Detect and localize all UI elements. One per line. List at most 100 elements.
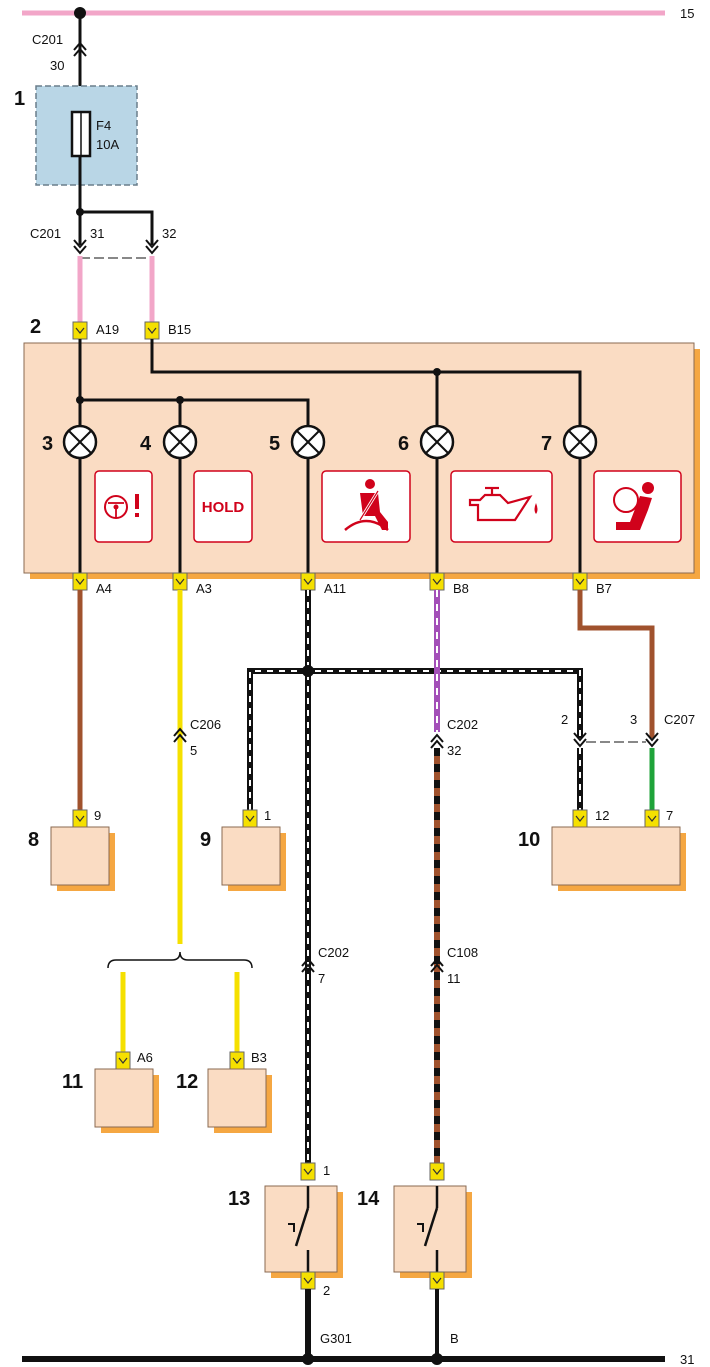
lamp-4 — [162, 424, 198, 460]
pin-a19-terminal — [72, 321, 88, 340]
callout-3: 3 — [42, 433, 53, 455]
connector-c201-pin31: 31 — [90, 226, 104, 241]
rail-31-label: 31 — [680, 1352, 694, 1367]
connector-c201-pin30: 30 — [50, 58, 64, 73]
connector-c201-32-mark — [145, 239, 159, 249]
switch-13-contact-icon — [288, 1186, 310, 1272]
callout-8: 8 — [28, 829, 39, 851]
pin-14-top-terminal — [429, 1162, 445, 1181]
pin-a4-terminal — [72, 572, 88, 591]
pin-12-terminal — [229, 1051, 245, 1070]
connector-c207-label: C207 — [664, 712, 695, 727]
fuse-name: F4 — [96, 118, 111, 133]
component-11 — [94, 1068, 154, 1128]
callout-2: 2 — [30, 316, 41, 338]
rail-15-label: 15 — [680, 6, 694, 21]
lamp-3 — [62, 424, 98, 460]
seatbelt-warning-icon — [321, 470, 411, 543]
callout-1: 1 — [14, 88, 25, 110]
callout-5: 5 — [269, 433, 280, 455]
callout-12: 12 — [176, 1071, 198, 1093]
connector-c202-top-mark — [430, 733, 444, 743]
connector-c206-label: C206 — [190, 717, 221, 732]
connector-c202-mid-mark — [301, 957, 315, 967]
pin-b15-terminal — [144, 321, 160, 340]
connector-c201-top-mark — [73, 41, 87, 51]
callout-13: 13 — [228, 1188, 250, 1210]
pin-a11-terminal — [300, 572, 316, 591]
pin-a3-label: A3 — [196, 581, 212, 596]
callout-10: 10 — [518, 829, 540, 851]
steering-warning-icon — [94, 470, 153, 543]
pin-10-12-terminal — [572, 809, 588, 828]
connector-c201-31-mark — [73, 239, 87, 249]
callout-9: 9 — [200, 829, 211, 851]
pin-12-label: B3 — [251, 1050, 267, 1065]
pin-8-terminal — [72, 809, 88, 828]
callout-4: 4 — [140, 433, 152, 455]
component-8 — [50, 826, 110, 886]
ground-b-label: B — [450, 1331, 459, 1346]
component-12 — [207, 1068, 267, 1128]
connector-c108-label: C108 — [447, 945, 478, 960]
oil-pressure-icon — [450, 470, 553, 543]
connector-c108-pin: 11 — [447, 971, 461, 986]
lamp-7 — [562, 424, 598, 460]
fuse-rating: 10A — [96, 137, 119, 152]
bus-junction — [302, 665, 314, 677]
switch-13 — [264, 1185, 338, 1273]
pin-b15-label: B15 — [168, 322, 191, 337]
pin-13-bottom-label: 2 — [323, 1283, 330, 1298]
pin-9-label: 1 — [264, 808, 271, 823]
pin-a11-label: A11 — [324, 581, 346, 596]
connector-c207-2-mark — [573, 732, 587, 742]
connector-c206-mark — [173, 727, 187, 737]
switch-14-contact-icon — [417, 1186, 439, 1272]
pin-13-top-label: 1 — [323, 1163, 330, 1178]
pin-b7-terminal — [572, 572, 588, 591]
pin-b7-label: B7 — [596, 581, 612, 596]
pin-a4-label: A4 — [96, 581, 112, 596]
pin-8-label: 9 — [94, 808, 101, 823]
pin-10-7-label: 7 — [666, 808, 673, 823]
connector-c207-3-mark — [645, 732, 659, 742]
pin-13-bottom-terminal — [300, 1271, 316, 1290]
pin-11-label: A6 — [137, 1050, 153, 1065]
lamp-6 — [419, 424, 455, 460]
connector-c201-pin32: 32 — [162, 226, 176, 241]
callout-7: 7 — [541, 433, 552, 455]
pin-10-7-terminal — [644, 809, 660, 828]
lamp-5 — [290, 424, 326, 460]
pin-10-12-label: 12 — [595, 808, 609, 823]
pin-13-top-terminal — [300, 1162, 316, 1181]
callout-11: 11 — [62, 1071, 83, 1093]
branch-brace — [107, 951, 253, 969]
connector-c206-pin: 5 — [190, 743, 197, 758]
pin-14-bottom-terminal — [429, 1271, 445, 1290]
callout-14: 14 — [357, 1188, 380, 1210]
connector-c201-top: C201 — [32, 32, 63, 47]
airbag-warning-icon — [593, 470, 682, 543]
connector-c202-top-label: C202 — [447, 717, 478, 732]
ground-g301-label: G301 — [320, 1331, 352, 1346]
pin-11-terminal — [115, 1051, 131, 1070]
pin-b8-terminal — [429, 572, 445, 591]
callout-6: 6 — [398, 433, 409, 455]
connector-c202-top-pin: 32 — [447, 743, 461, 758]
pin-b8-label: B8 — [453, 581, 469, 596]
pin-a3-terminal — [172, 572, 188, 591]
connector-c202-mid-pin: 7 — [318, 971, 325, 986]
connector-c202-mid-label: C202 — [318, 945, 349, 960]
connector-c108-mark — [430, 957, 444, 967]
connector-c201-bottom: C201 — [30, 226, 61, 241]
connector-c207-pin3: 3 — [630, 712, 637, 727]
hold-icon: HOLD — [193, 470, 253, 543]
pin-a19-label: A19 — [96, 322, 119, 337]
wire-black-white-bus — [247, 668, 583, 810]
pin-9-terminal — [242, 809, 258, 828]
connector-c207-pin2: 2 — [561, 712, 568, 727]
wire-brown-b7 — [577, 590, 655, 738]
component-10 — [551, 826, 681, 886]
hold-icon-text: HOLD — [202, 499, 245, 516]
